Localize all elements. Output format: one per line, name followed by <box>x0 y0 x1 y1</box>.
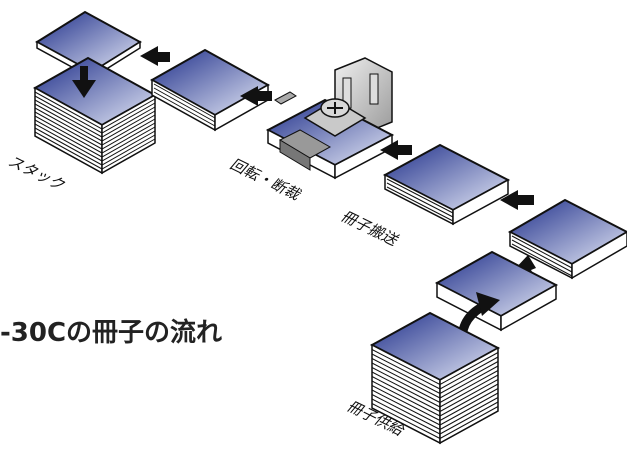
supply-pile-page-edge <box>371 398 499 435</box>
arrow-left-to-cut-output <box>240 86 272 106</box>
arrow-down-stack <box>72 66 96 98</box>
stack-main-pile <box>32 56 158 175</box>
supply-pile-page-edge <box>371 403 499 440</box>
stack-pile-page-edge <box>34 95 156 134</box>
stack-pile-page-edge <box>34 119 156 158</box>
stack-pile-page-edge <box>34 131 156 170</box>
supply-pile <box>369 311 501 445</box>
supply-pile-page-edge <box>371 362 499 399</box>
stack-pile-page-edge <box>34 107 156 146</box>
stack-pile-page-edge <box>34 115 156 154</box>
stack-pile-page-edge <box>34 127 156 166</box>
stack-pile-page-edge <box>34 111 156 150</box>
supply-pile-page-edge <box>371 371 499 408</box>
book-conveyance <box>382 143 511 226</box>
supply-pile-page-edge <box>371 407 499 444</box>
stack-pile-page-edge <box>34 91 156 130</box>
book-supply-lifted <box>434 250 559 332</box>
book-right <box>507 198 627 280</box>
supply-pile-page-edge <box>371 353 499 390</box>
stack-pile-page-edge <box>34 123 156 162</box>
supply-pile-page-edge <box>371 389 499 426</box>
stack-pile-page-edge <box>34 135 156 174</box>
supply-pile-page-edge <box>371 394 499 431</box>
supply-pile-page-edge <box>371 349 499 386</box>
stack-top-book <box>35 10 142 80</box>
supply-pile-page-edge <box>371 376 499 413</box>
stack-pile-page-edge <box>34 103 156 142</box>
arrow-left-to-machine <box>380 140 412 160</box>
cutting-machine <box>265 57 395 180</box>
supply-pile-page-edge <box>371 367 499 404</box>
supply-pile-page-edge <box>371 358 499 395</box>
supply-pile-page-edge <box>371 380 499 417</box>
stack-pile-page-edge <box>34 99 156 138</box>
arrow-left-to-conveyance <box>500 190 534 210</box>
supply-pile-page-edge <box>371 385 499 422</box>
flow-title: -30Cの冊子の流れ <box>0 318 223 348</box>
arrow-left-to-stack <box>140 46 170 66</box>
